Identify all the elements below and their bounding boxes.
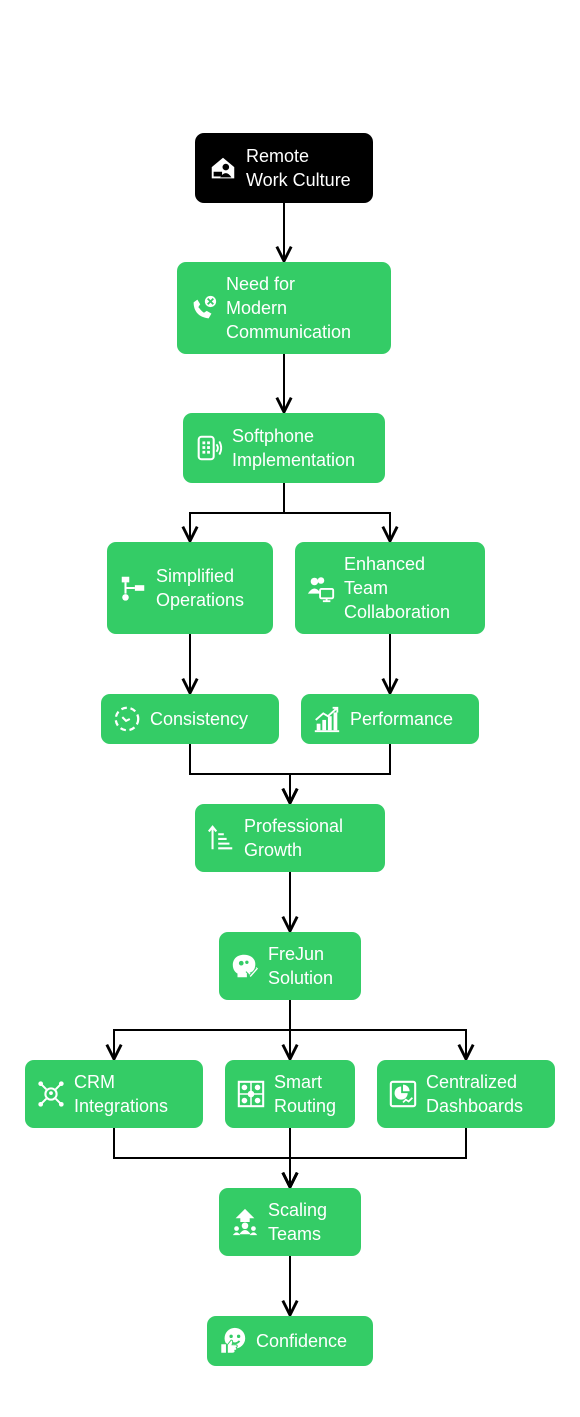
node-label: Remote Work Culture [246, 146, 351, 190]
thumbs-up-face-icon [217, 1325, 249, 1357]
node-performance: Performance [301, 694, 479, 744]
growth-chart-icon [311, 703, 343, 735]
house-person-icon [207, 152, 239, 184]
refresh-circle-icon [111, 703, 143, 735]
edge-frejun-to-crm [114, 1000, 291, 1059]
node-label: Centralized Dashboards [426, 1072, 524, 1116]
stair-growth-icon [205, 822, 237, 854]
integration-hub-icon [35, 1078, 67, 1110]
node-label: Scaling Teams [268, 1200, 328, 1244]
node-label: FreJun Solution [268, 944, 334, 988]
team-up-icon [229, 1206, 261, 1238]
solution-head-icon [229, 950, 261, 982]
node-frejun-solution: FreJun Solution [219, 932, 361, 1000]
node-confidence: Confidence [207, 1316, 373, 1366]
edge-softphone-to-simplified [190, 483, 285, 541]
node-label: Smart Routing [274, 1072, 337, 1116]
node-scaling-teams: Scaling Teams [219, 1188, 361, 1256]
node-label: CRM Integrations [74, 1072, 169, 1116]
edge-performance-to-professional [290, 744, 391, 803]
node-label: Confidence [256, 1331, 348, 1351]
node-label: Simplified Operations [156, 566, 245, 610]
team-monitor-icon [305, 572, 337, 604]
node-label: Consistency [150, 709, 249, 729]
edge-crm-to-scaling [113, 1128, 290, 1187]
node-enhanced-team-collaboration: Enhanced Team Collaboration [295, 542, 485, 634]
edge-dashboards-to-scaling [290, 1128, 467, 1187]
node-label: Professional Growth [244, 816, 344, 860]
edge-consistency-to-professional [189, 744, 290, 803]
node-label: Performance [350, 709, 454, 729]
workflow-icon [117, 572, 149, 604]
node-need-for-modern-communication: Need for Modern Communication [177, 262, 391, 354]
dashboard-icon [387, 1078, 419, 1110]
node-smart-routing: Smart Routing [225, 1060, 355, 1128]
softphone-icon [193, 432, 225, 464]
node-professional-growth: Professional Growth [195, 804, 385, 872]
node-crm-integrations: CRM Integrations [25, 1060, 203, 1128]
phone-blocked-icon [187, 292, 219, 324]
node-label: Softphone Implementation [232, 426, 356, 470]
node-label: Enhanced Team Collaboration [344, 554, 451, 622]
node-centralized-dashboards: Centralized Dashboards [377, 1060, 555, 1128]
node-softphone-implementation: Softphone Implementation [183, 413, 385, 483]
edge-frejun-to-dashboards [289, 1000, 466, 1059]
node-label: Need for Modern Communication [226, 274, 352, 342]
node-simplified-operations: Simplified Operations [107, 542, 273, 634]
node-remote-work-culture: Remote Work Culture [195, 133, 373, 203]
edge-softphone-to-enhanced [283, 483, 390, 541]
routing-grid-icon [235, 1078, 267, 1110]
node-consistency: Consistency [101, 694, 279, 744]
